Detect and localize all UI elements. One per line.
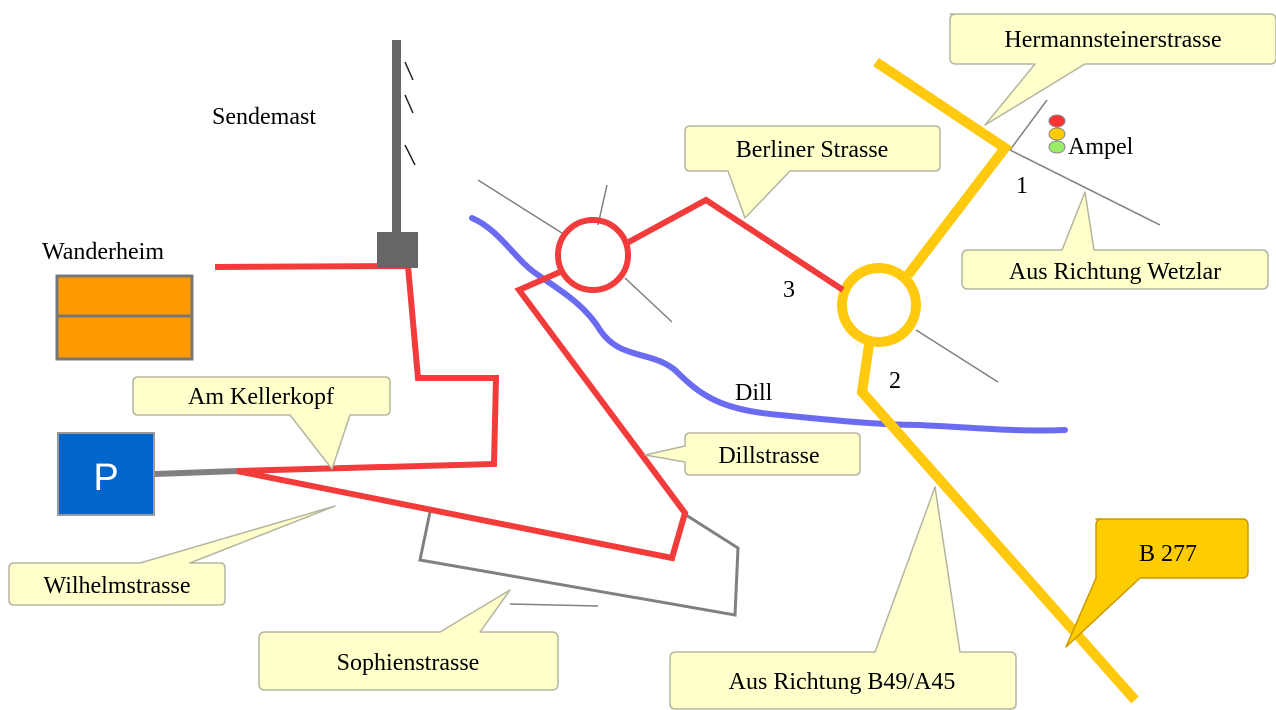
label-wanderheim: Wanderheim (42, 239, 164, 265)
callout-text-hermannsteinerstrasse: Hermannsteinerstrasse (1004, 27, 1221, 53)
callout-b277 (1065, 518, 1249, 648)
route-berliner (625, 196, 845, 293)
callouts (8, 13, 1276, 710)
callout-am-kellerkopf (132, 376, 391, 470)
b277-road (856, 337, 1139, 704)
label-dill: Dill (735, 380, 773, 406)
callout-dillstrasse (644, 432, 861, 476)
side-road-se-2 (915, 329, 999, 383)
callout-text-sophienstrasse: Sophienstrasse (337, 650, 480, 676)
side-road-nw-1 (477, 179, 566, 236)
callout-aus-richtung-b49-a45 (669, 486, 1017, 710)
callout-sophienstrasse (258, 589, 559, 691)
roundabout-west (555, 217, 631, 293)
parking-access-road (154, 468, 238, 477)
route-wanderheim (214, 262, 689, 562)
sophienstrasse-road (418, 511, 740, 617)
river-dill (469, 215, 1068, 434)
building-icon (55, 274, 194, 361)
callout-text-dillstrasse: Dillstrasse (718, 443, 819, 469)
callout-text-aus-richtung-b49-a45: Aus Richtung B49/A45 (729, 669, 956, 695)
transmitter-mast-icon (377, 40, 418, 268)
callout-text-aus-richtung-wetzlar: Aus Richtung Wetzlar (1009, 259, 1221, 285)
callout-text-berliner-strasse: Berliner Strasse (736, 137, 889, 163)
side-road-wetzlar-2 (1009, 149, 1161, 226)
callout-berliner-strasse (684, 125, 941, 219)
parking-label: P (93, 457, 118, 499)
label-junction-1: 1 (1016, 173, 1028, 199)
side-road-wetzlar (1009, 99, 1048, 151)
label-sendemast: Sendemast (212, 104, 316, 130)
map-labels: Sendemast Wanderheim Dill Ampel 1 2 3 He… (42, 27, 1222, 695)
route (214, 196, 845, 562)
main-roads (837, 57, 1139, 704)
parking-sign-icon: P (57, 432, 155, 516)
traffic-light-icon (1048, 114, 1066, 154)
callout-text-b277: B 277 (1139, 541, 1197, 567)
label-junction-2: 2 (889, 368, 901, 394)
callout-wilhelmstrasse (8, 505, 336, 606)
side-roads (477, 99, 1161, 383)
callout-text-wilhelmstrasse: Wilhelmstrasse (44, 573, 191, 599)
callout-aus-richtung-wetzlar (961, 191, 1269, 290)
callout-text-am-kellerkopf: Am Kellerkopf (188, 384, 334, 410)
side-road-se-1 (624, 277, 673, 323)
hermannsteiner-road (873, 57, 1013, 279)
label-junction-3: 3 (783, 277, 795, 303)
label-ampel: Ampel (1068, 134, 1134, 160)
roundabout-east (837, 263, 921, 347)
